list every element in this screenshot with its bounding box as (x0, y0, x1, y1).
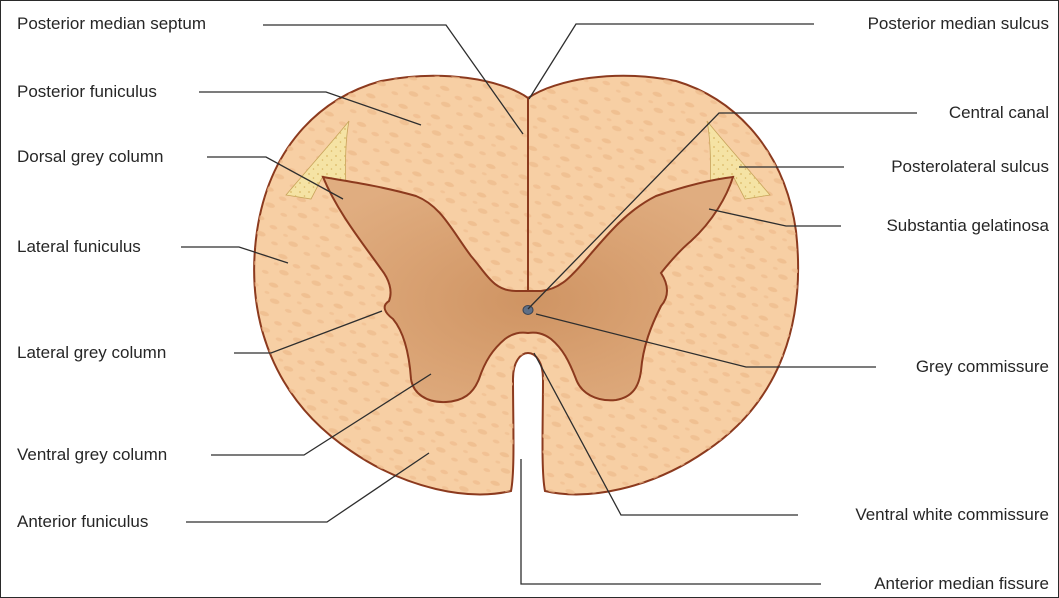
label-substantia-gelatinosa: Substantia gelatinosa (886, 216, 1049, 236)
label-ventral-white-commissure: Ventral white commissure (855, 505, 1049, 525)
label-dorsal-grey-column: Dorsal grey column (17, 147, 163, 167)
label-anterior-median-fissure: Anterior median fissure (874, 574, 1049, 594)
label-lateral-funiculus: Lateral funiculus (17, 237, 141, 257)
label-posterior-funiculus: Posterior funiculus (17, 82, 157, 102)
label-grey-commissure: Grey commissure (916, 357, 1049, 377)
label-posterior-median-septum: Posterior median septum (17, 14, 206, 34)
label-lateral-grey-column: Lateral grey column (17, 343, 166, 363)
label-central-canal: Central canal (949, 103, 1049, 123)
label-posterolateral-sulcus: Posterolateral sulcus (891, 157, 1049, 177)
label-posterior-median-sulcus: Posterior median sulcus (868, 14, 1049, 34)
label-ventral-grey-column: Ventral grey column (17, 445, 167, 465)
label-anterior-funiculus: Anterior funiculus (17, 512, 148, 532)
central-canal (523, 306, 533, 315)
